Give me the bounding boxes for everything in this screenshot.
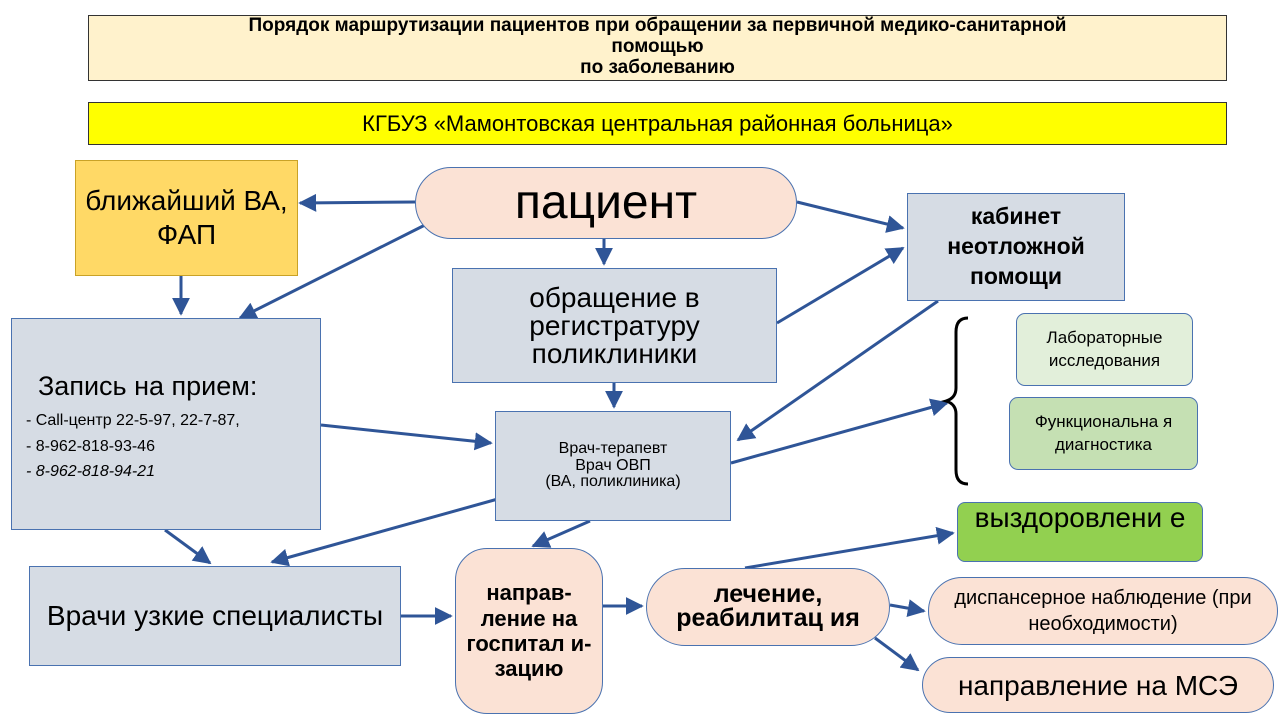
functional-label: Функциональна я диагностика xyxy=(1034,412,1173,454)
dispensary-node: диспансерное наблюдение (при необходимос… xyxy=(928,577,1278,645)
arrow-signup-to-doctor xyxy=(320,423,493,451)
arrow-patient-to-emergency xyxy=(796,200,905,233)
emergency-room-box: кабинет неотложной помощи xyxy=(907,193,1125,301)
arrow-patient-to-signup xyxy=(238,223,426,320)
arrow-doctor-to-hospitalization xyxy=(531,519,591,548)
treatment-label: лечение, реабилитац ия xyxy=(676,580,860,632)
arrow-doctor-to-specialists xyxy=(270,495,506,567)
signup-phone-2: - 8-962-818-94-21 xyxy=(26,463,155,481)
fap-label: ближайший ВА, ФАП xyxy=(85,185,288,250)
arrow-emergency-to-doctor xyxy=(736,299,939,442)
emergency-label: кабинет неотложной помощи xyxy=(947,203,1085,289)
registry-box: обращение в регистратуру поликлиники xyxy=(452,268,777,383)
title-line-1: Порядок маршрутизации пациентов при обра… xyxy=(248,15,1067,36)
doctor-line-3: (ВА, поликлиника) xyxy=(545,473,681,491)
doctor-line-1: Врач-терапевт xyxy=(558,439,668,457)
nearest-fap-box: ближайший ВА, ФАП xyxy=(75,160,298,276)
lab-label: Лабораторные исследования xyxy=(1046,328,1163,370)
organization-name: КГБУЗ «Мамонтовская центральная районная… xyxy=(362,110,953,136)
recovery-label: выздоровлени е xyxy=(974,502,1186,533)
arrow-patient-to-fap xyxy=(298,193,416,212)
signup-phone-1: - 8-962-818-93-46 xyxy=(26,437,155,455)
patient-node: пациент xyxy=(415,167,797,239)
specialists-box: Врачи узкие специалисты xyxy=(29,566,401,666)
arrow-doctor-to-diagnostics xyxy=(730,398,949,465)
arrow-signup-to-specialists xyxy=(164,528,212,565)
doctor-line-2: Врач ОВП xyxy=(575,456,651,474)
mse-label: направление на МСЭ xyxy=(957,669,1239,701)
mse-referral-node: направление на МСЭ xyxy=(922,657,1274,713)
dispensary-label: диспансерное наблюдение (при необходимос… xyxy=(954,587,1252,635)
title-line-3: по заболеванию xyxy=(580,56,735,78)
specialists-label: Врачи узкие специалисты xyxy=(46,599,384,631)
treatment-node: лечение, реабилитац ия xyxy=(646,568,890,646)
signup-heading: Запись на прием: xyxy=(38,371,258,401)
signup-call-center: - Call-центр 22-5-97, 22-7-87, xyxy=(26,412,240,430)
arrow-treatment-to-dispensary xyxy=(889,599,926,618)
hospitalization-label: направ-ление на госпитал и-зацию xyxy=(466,580,592,682)
recovery-box: выздоровлени е xyxy=(957,502,1203,562)
diagnostics-brace xyxy=(940,316,969,486)
functional-diagnostics-box: Функциональна я диагностика xyxy=(1009,397,1198,470)
organization-banner: КГБУЗ «Мамонтовская центральная районная… xyxy=(88,102,1227,145)
arrow-registry-to-emergency xyxy=(776,246,905,325)
arrow-treatment-to-mse xyxy=(874,636,920,672)
lab-tests-box: Лабораторные исследования xyxy=(1016,313,1193,386)
arrow-treatment-to-recovery xyxy=(744,526,955,570)
hospitalization-node: направ-ление на госпитал и-зацию xyxy=(455,548,603,714)
title-line-2: помощью xyxy=(611,35,704,57)
therapist-box: Врач-терапевт Врач ОВП (ВА, поликлиника) xyxy=(495,411,731,521)
patient-label: пациент xyxy=(514,176,698,230)
registry-label: обращение в регистратуру поликлиники xyxy=(529,281,700,369)
page-title: Порядок маршрутизации пациентов при обра… xyxy=(88,15,1227,81)
appointment-signup-box: Запись на прием: - Call-центр 22-5-97, 2… xyxy=(11,318,321,530)
